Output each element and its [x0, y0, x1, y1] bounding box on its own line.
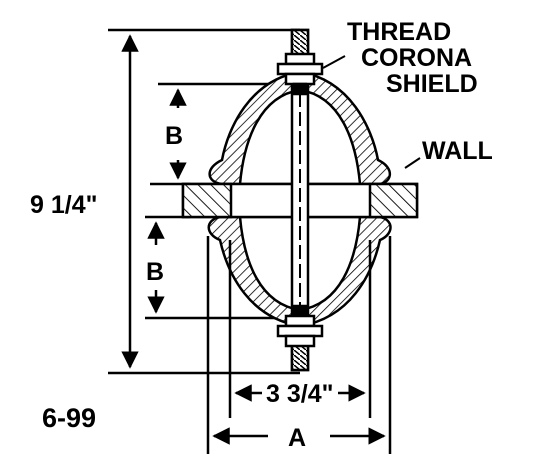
rod-top-thread [290, 28, 310, 58]
height-dimension [108, 28, 300, 375]
bottom-washer [276, 324, 324, 338]
inner-width-label: 3 3/4" [266, 380, 333, 408]
b-lower-label: B [146, 258, 164, 286]
thread-corona-leader [322, 55, 346, 69]
thread-label: THREAD [347, 18, 451, 46]
shield-label: SHIELD [386, 70, 478, 98]
wall-right-hatched-block [368, 182, 419, 219]
top-nut-lower [284, 72, 316, 86]
figure-number: 6-99 [42, 403, 96, 433]
threaded-rod [290, 28, 310, 372]
b-upper-label: B [165, 122, 183, 150]
top-nut-upper [284, 52, 316, 66]
wall-leader [404, 157, 421, 169]
bottom-nut-assembly [276, 304, 324, 348]
top-washer [276, 62, 324, 76]
top-stud-block [292, 82, 308, 96]
wall-label: WALL [422, 137, 493, 165]
width-dimensions [206, 236, 392, 454]
height-dimension-label: 9 1/4" [30, 191, 97, 219]
outer-width-label: A [288, 424, 306, 452]
bottom-nut-lower [284, 334, 316, 348]
top-nut-assembly [276, 52, 324, 96]
bottom-nut-upper [284, 314, 316, 328]
rod-bottom-thread [290, 342, 310, 372]
bottom-stud-block [292, 304, 308, 318]
corona-label: CORONA [361, 44, 472, 72]
wall-left-hatched-block [181, 182, 233, 219]
